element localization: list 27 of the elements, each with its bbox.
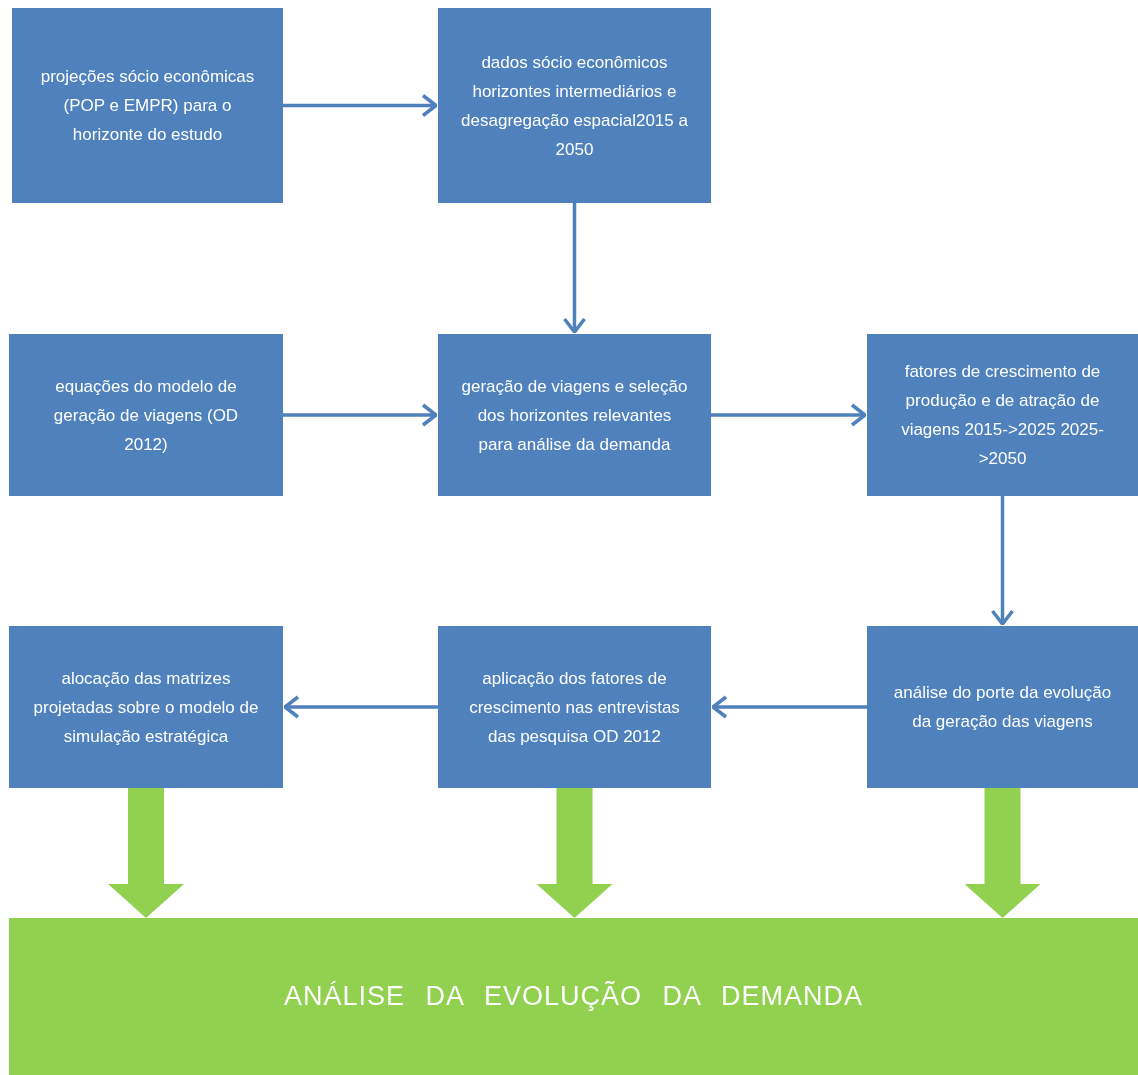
node-text: projeções sócio econômicas (POP e EMPR) para o horizonte do estudo — [39, 66, 256, 146]
process-box — [867, 334, 1138, 496]
process-box — [438, 626, 711, 788]
arrow — [283, 403, 438, 427]
arrow — [711, 403, 867, 427]
node-text: análise do porte da evolução da geração das viagens — [892, 682, 1113, 733]
node-text: aplicação dos fatores de crescimento nas entrevistas das pesquisa OD 2012 — [468, 667, 681, 748]
node-text: ANÁLISE DA EVOLUÇÃO DA DEMANDA — [283, 982, 864, 1011]
arrow — [711, 695, 867, 719]
process-box — [9, 334, 283, 496]
process-box — [12, 8, 283, 203]
node-text: alocação das matrizes projetadas sobre o modelo de simulação estratégica — [32, 667, 260, 748]
process-box — [9, 626, 283, 788]
arrow — [562, 203, 587, 334]
arrow — [283, 93, 438, 118]
node-text: fatores de crescimento de produção e de atração de viagens 2015->2025 2025->2050 — [900, 361, 1105, 470]
arrow — [990, 496, 1015, 626]
process-box — [438, 334, 711, 496]
process-box — [867, 626, 1138, 788]
node-text: dados sócio econômicos horizontes intermediários e desagregação espacial2015 a 2050 — [460, 51, 689, 161]
arrow — [283, 695, 438, 719]
process-box — [438, 8, 711, 203]
node-text: equações do modelo de geração de viagens (OD 2012) — [52, 375, 240, 456]
node-text: geração de viagens e seleção dos horizontes relevantes para análise da demanda — [460, 375, 689, 456]
block-arrow — [536, 788, 613, 918]
result-box — [9, 918, 1138, 1075]
block-arrow — [964, 788, 1041, 918]
